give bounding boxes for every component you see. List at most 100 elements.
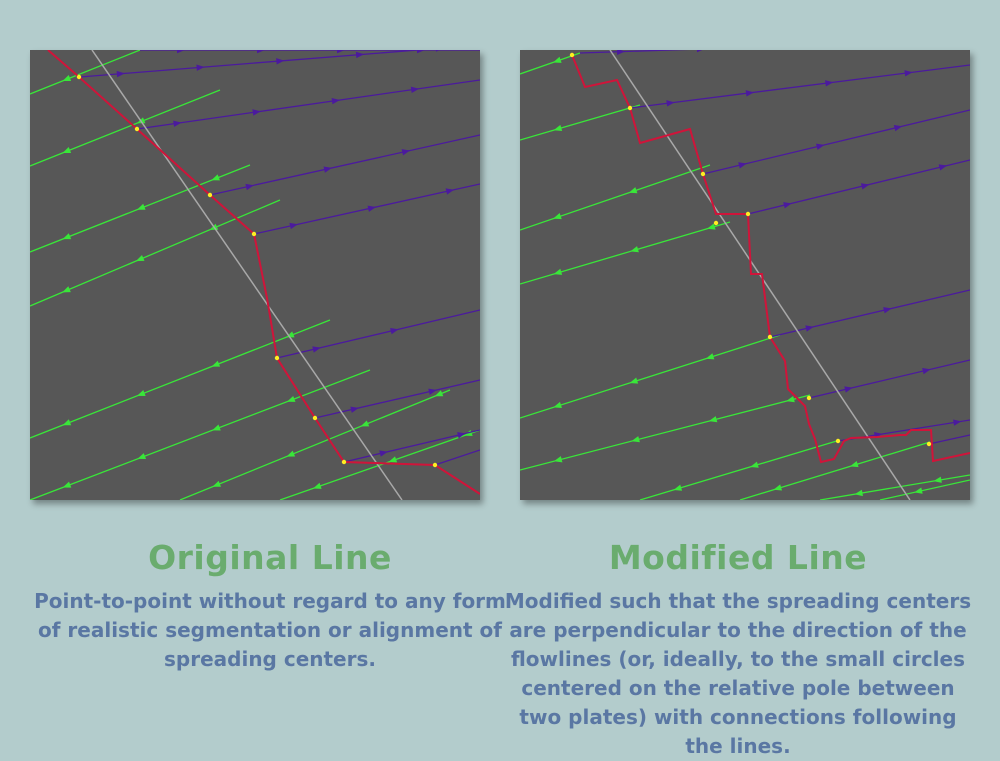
arrow-left-icon [137,389,146,396]
arrow-right-icon [390,327,399,335]
arrow-right-icon [696,50,703,53]
flowline [30,89,221,167]
flowline [629,64,970,109]
arrow-right-icon [173,120,182,127]
green-flowlines [520,52,970,500]
intersection-point [926,441,932,447]
arrow-right-icon [738,162,747,169]
flowline [520,221,731,285]
arrow-left-icon [854,489,863,497]
arrow-right-icon [350,406,359,413]
guide-line [91,50,403,500]
original-line-description: Point-to-point without regard to any for… [34,589,506,671]
flowline [279,429,480,500]
flowline [747,159,970,215]
arrow-left-icon [137,453,147,460]
purple-flowlines [579,50,970,445]
intersection-point [341,459,347,465]
arrow-right-icon [805,325,814,332]
original-line-svg [30,50,480,500]
arrow-left-icon [914,487,923,494]
intersection-point [700,171,706,177]
modified-line-diagram [520,50,970,500]
modified-line-heading: Modified Line [608,538,868,577]
arrow-right-icon [457,432,466,439]
arrow-left-icon [360,420,370,427]
arrow-right-icon [323,166,333,173]
flowline [639,439,841,500]
arrow-left-icon [553,401,562,408]
arrow-left-icon [628,187,638,194]
flowline [136,79,480,130]
flowline [520,334,781,419]
flowline [520,104,641,141]
arrow-right-icon [860,183,870,190]
flowline [819,474,970,500]
arrow-left-icon [553,456,563,463]
intersection-point [76,74,82,80]
arrow-right-icon [844,386,853,393]
arrow-left-icon [786,396,795,403]
flowline [928,434,970,445]
arrow-left-icon [630,246,639,253]
arrow-left-icon [135,255,145,262]
flowline [209,134,480,196]
arrow-left-icon [553,268,563,275]
arrow-left-icon [212,424,221,431]
arrow-left-icon [673,484,683,491]
arrow-left-icon [708,416,718,423]
arrow-left-icon [62,75,72,82]
arrow-left-icon [553,213,562,220]
arrow-left-icon [62,419,72,426]
arrow-right-icon [401,149,411,156]
flowline [314,379,480,419]
arrow-left-icon [211,360,221,367]
arrow-left-icon [629,377,639,384]
intersection-point [835,438,841,444]
arrow-right-icon [379,450,388,457]
arrow-right-icon [245,183,254,191]
arrow-left-icon [705,353,715,360]
arrow-right-icon [337,50,345,54]
flowline [702,109,970,175]
original-line-caption: Original Line Point-to-point without reg… [30,535,510,674]
arrow-right-icon [116,70,125,78]
arrow-right-icon [783,202,792,209]
arrow-left-icon [286,395,296,402]
intersection-point [274,355,280,361]
arrow-right-icon [825,80,834,87]
flowline [520,52,581,75]
arrow-left-icon [553,124,563,132]
arrow-left-icon [136,203,146,210]
intersection-points [76,74,438,468]
arrow-right-icon [938,164,948,171]
arrow-right-icon [816,143,825,150]
arrow-right-icon [922,368,931,375]
green-flowlines [30,50,480,500]
intersection-point [312,415,318,421]
original-line-diagram [30,50,480,500]
arrow-right-icon [410,86,420,93]
modified-line-caption: Modified Line Modified such that the spr… [498,535,978,761]
intersection-point [713,220,719,226]
flowline [79,50,426,78]
flowline [30,50,141,95]
flowline [579,50,690,54]
arrow-right-icon [435,50,440,52]
arrow-left-icon [553,56,562,63]
arrow-left-icon [434,390,444,397]
intersection-point [251,231,257,237]
intersection-point [569,52,575,58]
arrow-right-icon [252,109,261,116]
flowline [30,369,371,500]
arrow-right-icon [745,90,755,97]
arrow-right-icon [883,307,892,314]
original-line-heading: Original Line [148,538,392,577]
intersection-point [745,211,751,217]
intersection-point [767,334,773,340]
arrow-right-icon [257,50,265,54]
arrow-right-icon [953,419,962,426]
arrow-left-icon [62,233,72,240]
intersection-point [627,105,633,111]
intersection-point [134,126,140,132]
